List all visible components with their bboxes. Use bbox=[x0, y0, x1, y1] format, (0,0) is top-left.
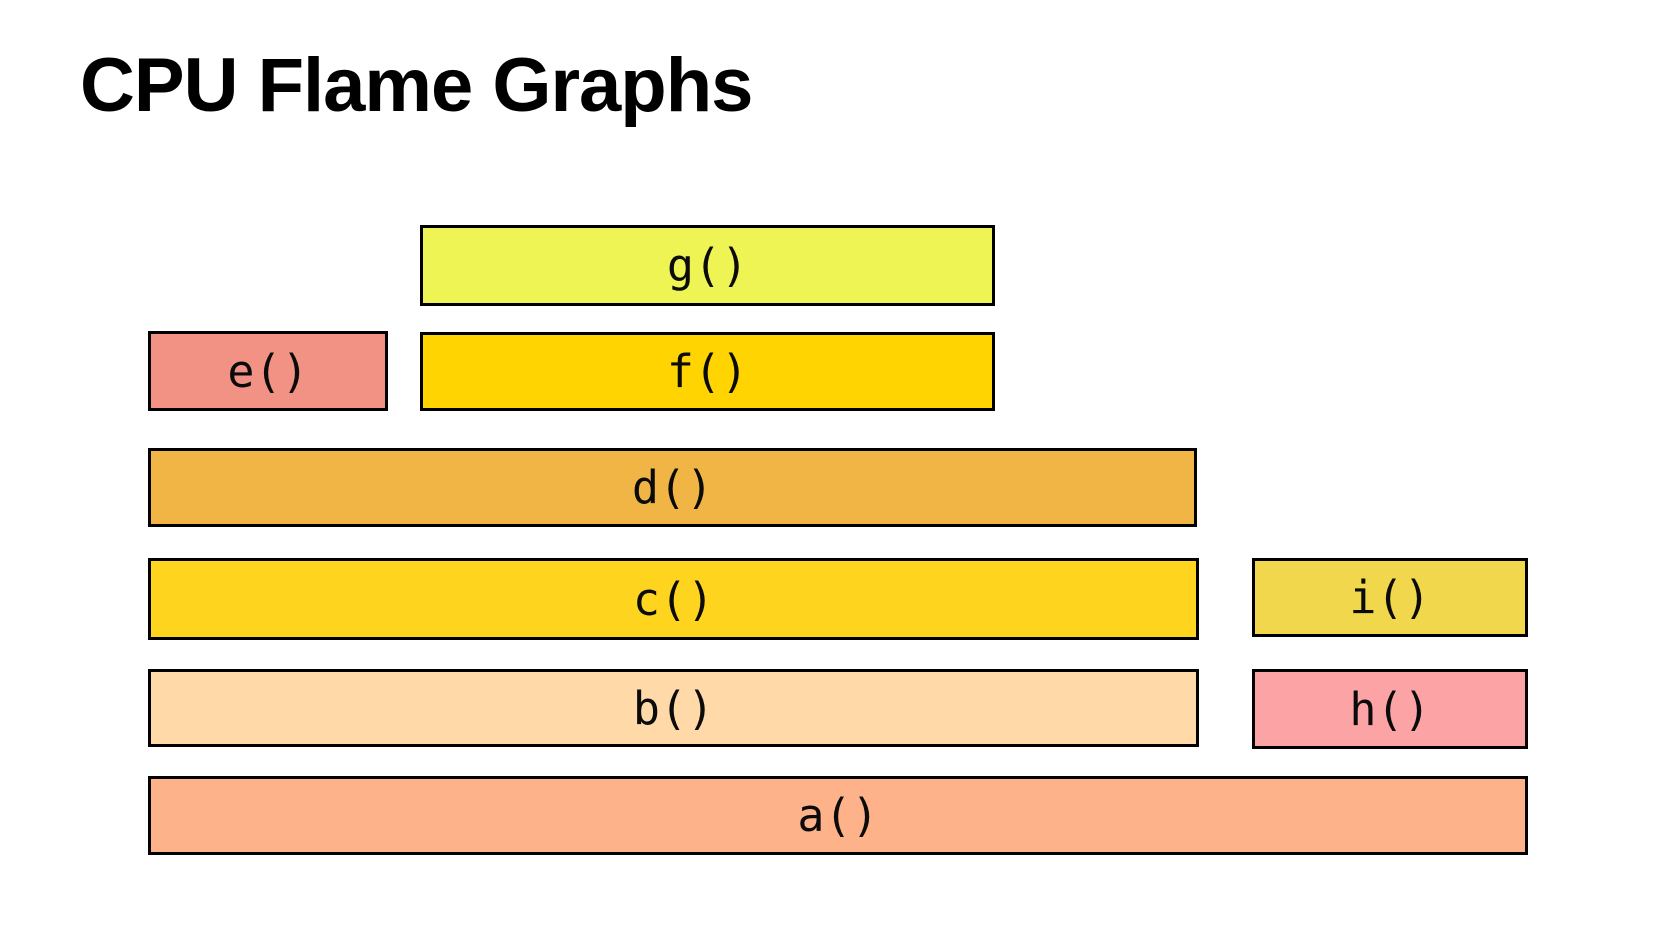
flame-frame-c: c() bbox=[148, 558, 1199, 640]
flame-frame-label: h() bbox=[1349, 682, 1431, 736]
flame-frame-b: b() bbox=[148, 669, 1199, 747]
flame-frame-label: b() bbox=[632, 681, 715, 735]
flame-frame-label: d() bbox=[631, 461, 714, 514]
flame-frame-label: g() bbox=[666, 239, 749, 292]
flame-frame-d: d() bbox=[148, 448, 1197, 527]
flame-frame-label: a() bbox=[797, 789, 879, 842]
flame-frame-e: e() bbox=[148, 331, 388, 411]
flame-frame-label: e() bbox=[227, 344, 309, 398]
page-title: CPU Flame Graphs bbox=[80, 43, 753, 128]
flame-frame-label: f() bbox=[666, 345, 749, 398]
flame-frame-a: a() bbox=[148, 776, 1528, 855]
flame-frame-i: i() bbox=[1252, 558, 1528, 637]
flame-frame-label: c() bbox=[632, 572, 715, 626]
flame-frame-g: g() bbox=[420, 225, 995, 306]
flame-frame-f: f() bbox=[420, 332, 995, 411]
flame-frame-h: h() bbox=[1252, 669, 1528, 749]
flame-frame-label: i() bbox=[1349, 571, 1431, 624]
